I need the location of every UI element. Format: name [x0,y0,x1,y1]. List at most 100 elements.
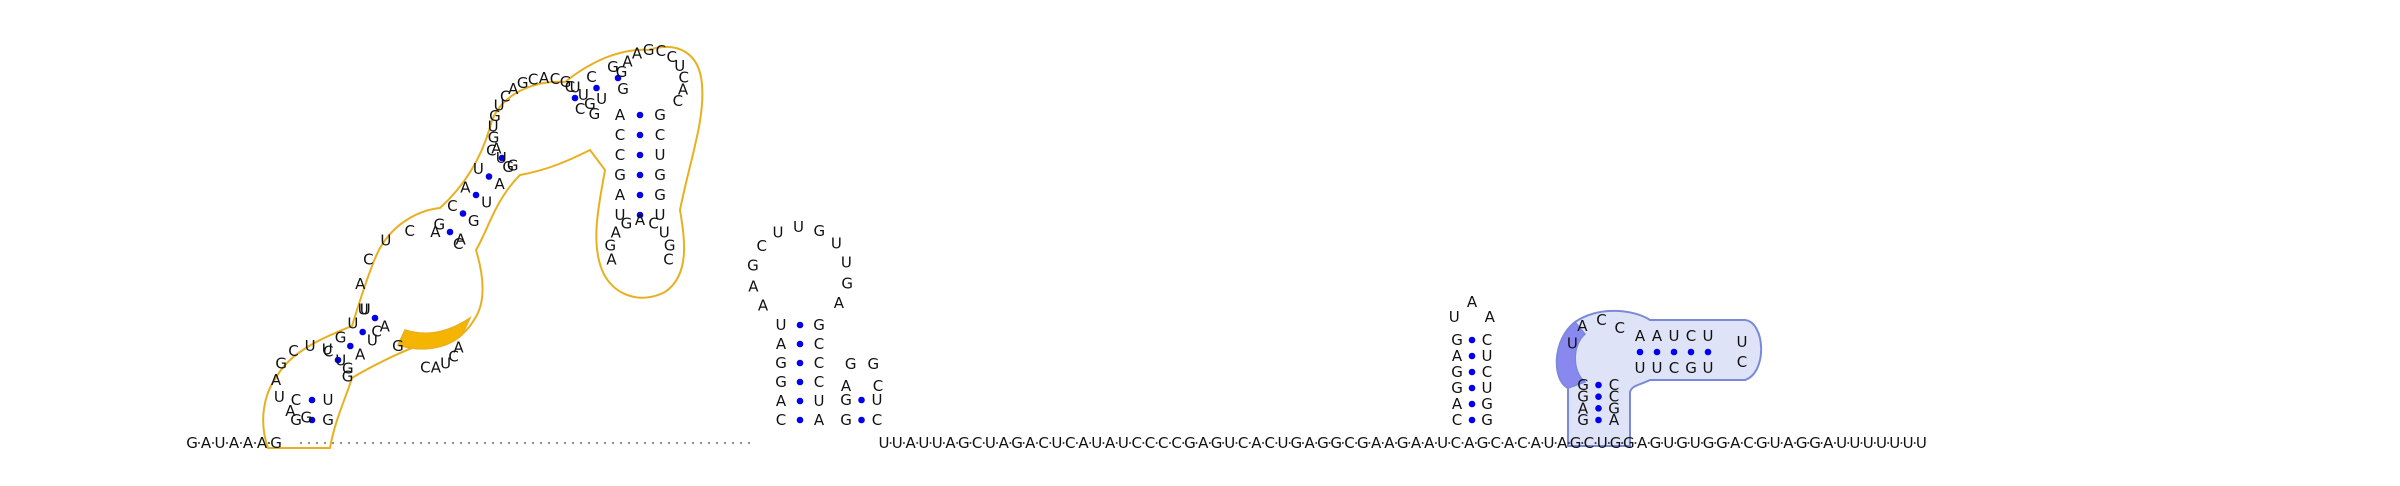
suffix-45: G [1477,434,1489,452]
hairpin4-cap-0: U [1737,333,1748,351]
suffix-42: U [1437,434,1448,452]
mlC-stem-b-1: C [447,197,457,215]
base-pair-dot [371,314,379,322]
backbone-link [1887,442,1890,444]
prefix-3: A [229,434,240,452]
base-pair-dot [308,396,316,404]
backbone-link [1089,442,1092,444]
hairpin4-arm-bot-4: U [1703,359,1714,377]
hairpin4-stem-5-1: A [1578,399,1589,417]
mlD-stem-a-0: C [575,100,585,118]
hairpin4-loop-0: U [1567,335,1578,353]
mlC-loop-17: G [589,105,601,123]
mlC-loop-13: G [560,73,572,91]
mlB-stem-b-1: G [335,328,347,346]
suffix-19: C [1131,434,1141,452]
backbone-link [1035,442,1038,444]
suffix-9: A [999,434,1010,452]
mlE-stem-5-4: C [615,126,625,144]
suffix-18: U [1118,434,1129,452]
backbone-link [1900,442,1903,444]
backbone-link [1022,442,1025,444]
suffix-48: C [1517,434,1527,452]
suffix-36: G [1357,434,1369,452]
suffix-25: G [1211,434,1223,452]
base-pair-dot [498,154,506,162]
base-pair-dot [636,211,644,219]
mlC-stem-a-2: U [481,193,492,211]
base-pair-dot [858,416,865,424]
base-pair-dot [1670,348,1678,356]
mlC-loop-11: A [539,69,550,87]
suffix-14: C [1065,434,1075,452]
orange-highlight-segment [396,315,472,350]
mlB-stem-a-0: G [342,360,354,378]
mlB-loop-2: U [358,300,369,318]
hairpin1-stem-5-1: A [776,392,787,410]
backbone-link [1634,442,1637,444]
suffix-52: G [1570,434,1582,452]
mlB-highlight-0: A [453,338,464,356]
hairpin2-loop-0: A [841,377,852,395]
base-pair-dot [1595,405,1602,412]
suffix-43: C [1451,434,1461,452]
base-pair-dot [1636,348,1644,356]
mlD-loop-6: U [674,57,685,75]
base-pair-dot [636,151,644,159]
hairpin4-arm-bot-3: G [1685,359,1697,377]
suffix-61: U [1690,434,1701,452]
suffix-77: U [1903,434,1914,452]
backbone-link [1434,442,1437,444]
mlA-loop-4: G [275,354,287,372]
backbone-link [1075,442,1078,444]
mlD-loop-2: A [632,45,643,63]
mlE-loop-8: C [663,250,673,268]
backbone-link [1222,442,1225,444]
suffix-29: C [1264,434,1274,452]
backbone-link [1168,442,1171,444]
mlC-stem-b-3: U [473,160,484,178]
mlA-stem-3-0: G [322,411,334,429]
base-pair-dot [1468,384,1476,392]
backbone-link [1115,442,1118,444]
backbone-link [1700,442,1703,444]
backbone-link [969,442,972,444]
backbone-link [1794,442,1797,444]
suffix-51: A [1557,434,1568,452]
backbone-link [1049,442,1052,444]
backbone-link [1355,442,1358,444]
mlC-loop-4: U [488,118,499,136]
backbone-link [1102,442,1105,444]
hairpin3-stem-3-4: U [1482,347,1493,365]
hairpin1-loop-0: A [758,297,769,315]
mlD-loop-0: G [616,63,628,81]
mlB-highlight-4: C [420,359,430,377]
mlD-loop-7: C [678,69,688,87]
hairpin1-stem-3-2: C [814,373,824,391]
suffix-0: U [879,434,890,452]
mlB-loop-0: G [392,337,404,355]
backbone-link [1847,442,1850,444]
hairpin2-loop-3: C [873,377,883,395]
mlB-stem-b-2: U [347,314,358,332]
hairpin4-arm-bot-2: C [1669,359,1679,377]
base-pair-dot [1468,368,1476,376]
base-pair-dot [796,378,804,386]
mlC-stem-b-4: C [486,142,496,160]
base-pair-dot [1468,400,1476,408]
backbone-link [1913,442,1916,444]
backbone-link [1248,442,1251,444]
base-pair-dot [796,416,804,424]
mlB-loop-8: C [453,235,463,253]
base-pair-dot [1468,352,1476,360]
mlE-stem-3-3: U [655,146,666,164]
backbone-link [1195,442,1198,444]
mlA-loop-8: U [335,351,346,369]
backbone-link [1288,442,1291,444]
mlB-stem-a-2: U [367,332,378,350]
mlE-loop-6: U [659,223,670,241]
hairpin1-loop-7: U [831,235,842,253]
suffix-59: U [1663,434,1674,452]
mlE-loop-4: A [635,211,646,229]
suffix-67: U [1770,434,1781,452]
